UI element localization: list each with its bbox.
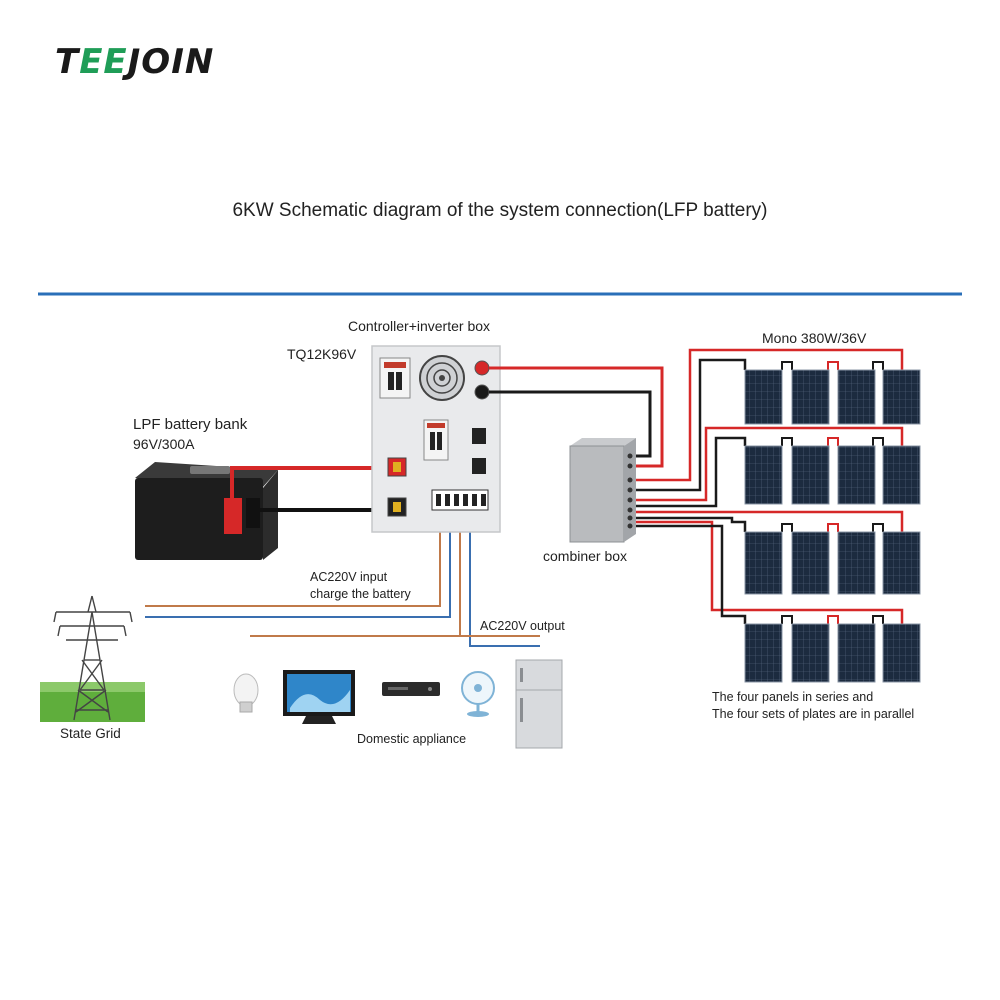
battery-negative-terminal (246, 498, 260, 528)
ac-output-neutral-wire (469, 510, 540, 647)
combiner-box-label: combiner box (543, 548, 628, 564)
ac-input-neutral-wire (145, 510, 451, 618)
television-icon (283, 670, 355, 724)
ac-output-label: AC220V output (480, 619, 565, 633)
battery-positive-wire (230, 466, 392, 500)
solar-panel (744, 369, 783, 425)
panel-note-line2: The four sets of plates are in parallel (712, 707, 915, 721)
ac-wiring (145, 510, 540, 647)
solar-panel-array (744, 369, 921, 683)
panel-note-line1: The four panels in series and (712, 690, 874, 704)
panel-string-1 (744, 369, 921, 425)
solar-panel (882, 623, 921, 683)
pv-negative-terminal (474, 384, 490, 400)
string-wiring (636, 348, 904, 624)
brand-name-pre: T (55, 42, 80, 82)
solar-panel (791, 445, 830, 505)
solar-panel (744, 623, 783, 683)
battery-title-label: LPF battery bank (133, 416, 248, 433)
pv-negative-feed-wire (489, 390, 652, 458)
brand-name-accent: EE (79, 42, 128, 82)
ac-input-sublabel: charge the battery (310, 587, 411, 601)
appliance-label: Domestic appliance (357, 732, 467, 746)
solar-panel (791, 369, 830, 425)
panel-string-2 (744, 445, 921, 505)
solar-panel (791, 531, 830, 595)
controller-inverter-box (371, 345, 501, 533)
solar-panel (744, 531, 783, 595)
light-bulb-icon (233, 673, 259, 713)
combiner-box (569, 438, 636, 543)
model-label: TQ12K96V (287, 346, 357, 362)
ac-input-live-wire (145, 510, 441, 607)
solar-panel (837, 445, 876, 505)
battery-spec-label: 96V/300A (133, 436, 195, 452)
panel-string-4 (744, 623, 921, 683)
controller-box-label: Controller+inverter box (348, 318, 491, 334)
state-grid-label: State Grid (60, 726, 121, 741)
solar-panel (882, 531, 921, 595)
refrigerator-icon (515, 659, 563, 749)
diagram-title: 6KW Schematic diagram of the system conn… (232, 200, 768, 221)
brand-name-post: JOIN (127, 42, 215, 82)
brand-logo: TEEJOIN (55, 42, 214, 82)
set-top-box-icon (382, 682, 440, 696)
ac-input-label: AC220V input (310, 570, 388, 584)
electric-fan-icon (461, 671, 495, 717)
solar-panel (882, 445, 921, 505)
transmission-tower-icon (40, 595, 145, 722)
pv-positive-feed-wire (489, 366, 664, 468)
pv-positive-terminal (474, 360, 490, 376)
solar-panel (837, 531, 876, 595)
solar-panel (837, 623, 876, 683)
panel-spec-label: Mono 380W/36V (762, 330, 867, 346)
solar-panel (882, 369, 921, 425)
series-jumpers (781, 361, 884, 624)
panel-string-3 (744, 531, 921, 595)
solar-panel (837, 369, 876, 425)
solar-panel (744, 445, 783, 505)
solar-panel (791, 623, 830, 683)
battery-positive-terminal (224, 498, 242, 534)
